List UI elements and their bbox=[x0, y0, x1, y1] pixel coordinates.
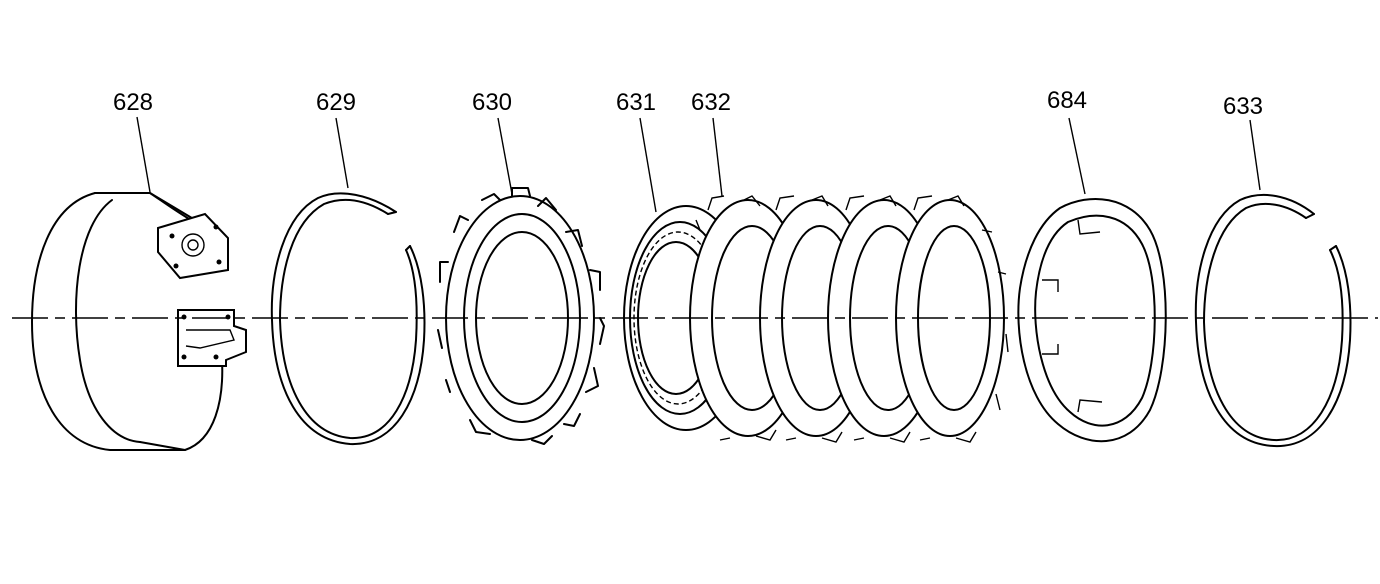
leader-630 bbox=[497, 117, 513, 195]
leader-629 bbox=[335, 117, 349, 189]
leader-lines bbox=[136, 116, 1261, 213]
leader-628 bbox=[136, 116, 151, 193]
callout-629: 629 bbox=[316, 89, 356, 116]
callout-684: 684 bbox=[1047, 87, 1087, 114]
leader-684 bbox=[1068, 117, 1086, 195]
snap-ring-629 bbox=[270, 192, 426, 446]
callout-632: 632 bbox=[691, 89, 731, 116]
callout-633: 633 bbox=[1223, 93, 1263, 120]
leader-631 bbox=[639, 117, 657, 213]
plate-632-4 bbox=[895, 195, 1009, 443]
leader-633 bbox=[1249, 119, 1261, 191]
callout-628: 628 bbox=[113, 89, 153, 116]
plate-630 bbox=[437, 187, 605, 445]
leader-632 bbox=[712, 117, 723, 197]
callout-630: 630 bbox=[472, 89, 512, 116]
snap-ring-633 bbox=[1194, 194, 1352, 448]
band-628 bbox=[31, 192, 247, 451]
plate-684 bbox=[1017, 197, 1167, 443]
plate-stack-632 bbox=[689, 195, 1009, 443]
callout-631: 631 bbox=[616, 89, 656, 116]
